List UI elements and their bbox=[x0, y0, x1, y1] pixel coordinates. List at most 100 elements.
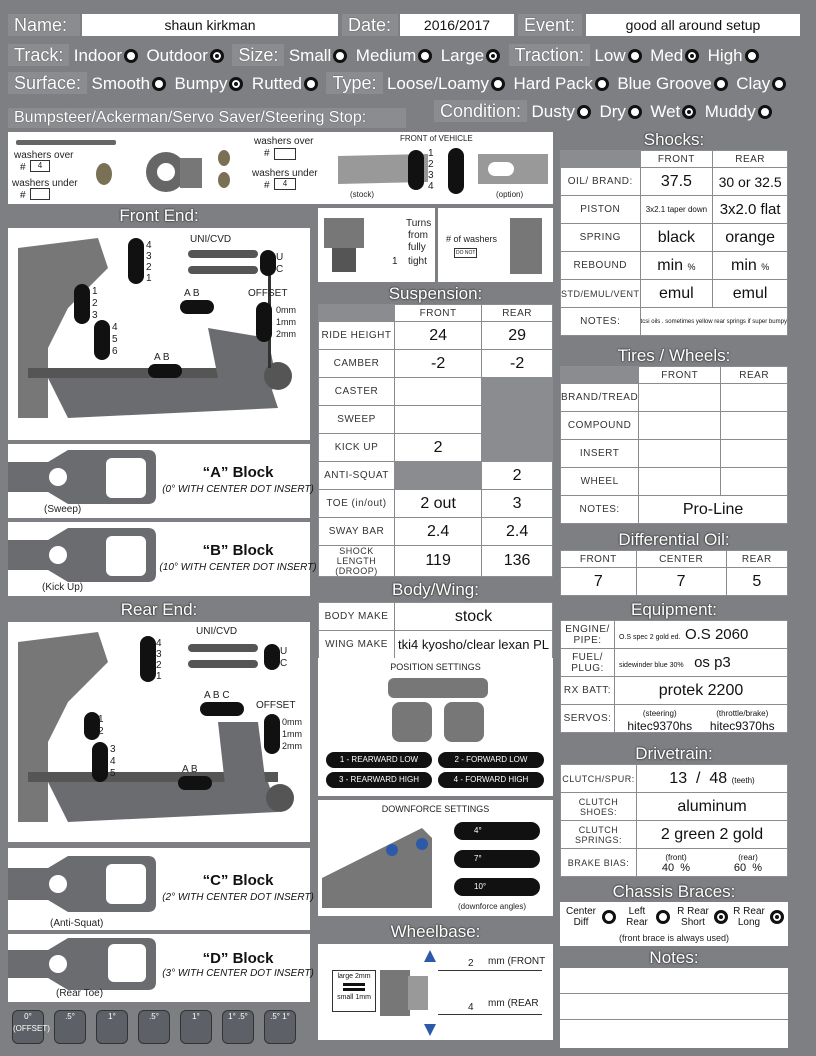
insert-button-0[interactable]: 0°(OFFSET) bbox=[12, 1010, 50, 1044]
rebound-rear[interactable]: min % bbox=[712, 251, 788, 280]
size-medium-radio[interactable] bbox=[418, 49, 433, 63]
spring-front[interactable]: black bbox=[639, 223, 714, 252]
shock-length-rear[interactable]: 136 bbox=[481, 545, 553, 577]
condition-dry-radio[interactable] bbox=[627, 105, 642, 119]
ride-height-rear[interactable]: 29 bbox=[481, 321, 553, 350]
rx-batt-field[interactable]: protek 2200 bbox=[614, 676, 788, 705]
insert-rear[interactable] bbox=[720, 439, 788, 468]
camber-front[interactable]: -2 bbox=[393, 349, 483, 378]
wheelbase-rear-value[interactable]: 4 bbox=[468, 1002, 474, 1013]
fuel-field[interactable]: sidewinder blue 30% os p3 bbox=[614, 648, 788, 677]
front-left-pin-1[interactable] bbox=[74, 284, 90, 324]
body-make-field[interactable]: stock bbox=[394, 602, 553, 631]
tread-front[interactable] bbox=[638, 383, 722, 412]
camber-rear[interactable]: -2 bbox=[481, 349, 553, 378]
clutch-springs-field[interactable]: 2 green 2 gold bbox=[636, 820, 788, 849]
insert-button-3[interactable]: .5° bbox=[138, 1010, 170, 1044]
condition-muddy-radio[interactable] bbox=[757, 105, 772, 119]
kickup-front[interactable]: 2 bbox=[393, 433, 483, 462]
downforce-4-button[interactable]: 4° bbox=[454, 822, 540, 840]
type-clay-radio[interactable] bbox=[772, 77, 787, 91]
name-field[interactable]: shaun kirkman bbox=[82, 14, 338, 36]
swaybar-rear[interactable]: 2.4 bbox=[481, 517, 553, 546]
washers-over-value[interactable]: 4 bbox=[30, 160, 50, 172]
rear-ab-pin[interactable] bbox=[178, 776, 212, 790]
toe-rear[interactable]: 3 bbox=[481, 489, 553, 518]
track-indoor-radio[interactable] bbox=[124, 49, 138, 63]
clutch-shoes-field[interactable]: aluminum bbox=[636, 792, 788, 821]
type-hardpack-radio[interactable] bbox=[594, 77, 609, 91]
insert-button-5[interactable]: 1° .5° bbox=[222, 1010, 254, 1044]
size-large-radio[interactable] bbox=[486, 49, 501, 63]
position-3-button[interactable]: 3 - REARWARD HIGH bbox=[326, 772, 432, 788]
bumpsteer-pin-1[interactable] bbox=[408, 150, 424, 190]
rear-abc-pin[interactable] bbox=[200, 702, 244, 716]
rear-tower-pin[interactable] bbox=[140, 636, 156, 682]
position-2-button[interactable]: 2 - FORWARD LOW bbox=[438, 752, 544, 768]
clutch-spur-field[interactable]: 13 / 48 (teeth) bbox=[636, 764, 788, 793]
downforce-10-button[interactable]: 10° bbox=[454, 878, 540, 896]
swaybar-front[interactable]: 2.4 bbox=[393, 517, 483, 546]
engine-field[interactable]: O.S spec 2 gold ed. O.S 2060 bbox=[614, 620, 788, 649]
sweep-front[interactable] bbox=[393, 405, 483, 434]
surface-rutted-radio[interactable] bbox=[304, 77, 319, 91]
wheelbase-front-value[interactable]: 2 bbox=[468, 958, 474, 969]
shocks-notes[interactable]: tcsi oils . sometimes yellow rear spring… bbox=[639, 307, 789, 336]
rear-offset-pin[interactable] bbox=[264, 714, 280, 754]
type-bluegroove-radio[interactable] bbox=[713, 77, 728, 91]
compound-front[interactable] bbox=[638, 411, 722, 440]
insert-button-4[interactable]: 1° bbox=[180, 1010, 212, 1044]
wheel-front[interactable] bbox=[638, 467, 722, 496]
front-ab-pin-1[interactable] bbox=[180, 300, 214, 314]
std-rear[interactable]: emul bbox=[712, 279, 788, 308]
toe-front[interactable]: 2 out bbox=[393, 489, 483, 518]
washers-under-box[interactable] bbox=[30, 188, 50, 200]
rear-uc-pin[interactable] bbox=[264, 644, 280, 670]
insert-button-1[interactable]: .5° bbox=[54, 1010, 86, 1044]
washers-under-value-2[interactable]: 4 bbox=[274, 178, 296, 190]
brace-r-rear-long-radio[interactable] bbox=[770, 910, 784, 924]
position-1-button[interactable]: 1 - REARWARD LOW bbox=[326, 752, 432, 768]
date-field[interactable]: 2016/2017 bbox=[400, 14, 514, 36]
piston-rear[interactable]: 3x2.0 flat bbox=[712, 195, 788, 224]
spring-rear[interactable]: orange bbox=[712, 223, 788, 252]
brace-r-rear-short-radio[interactable] bbox=[714, 910, 728, 924]
brace-left-rear-radio[interactable] bbox=[656, 910, 670, 924]
diff-rear-value[interactable]: 5 bbox=[725, 567, 789, 596]
diff-front-value[interactable]: 7 bbox=[560, 567, 637, 596]
oil-front[interactable]: 37.5 bbox=[639, 167, 714, 196]
ride-height-front[interactable]: 24 bbox=[393, 321, 483, 350]
insert-button-2[interactable]: 1° bbox=[96, 1010, 128, 1044]
washers-count-box[interactable]: DO NOT bbox=[454, 248, 478, 258]
condition-wet-radio[interactable] bbox=[682, 105, 697, 119]
brake-bias-field[interactable]: (front)(rear) 40 %60 % bbox=[636, 848, 788, 877]
bumpsteer-pin-2[interactable] bbox=[448, 148, 464, 194]
front-tower-pin[interactable] bbox=[128, 238, 144, 284]
notes-area[interactable] bbox=[560, 968, 788, 1048]
event-field[interactable]: good all around setup bbox=[586, 14, 800, 36]
brace-center-diff-radio[interactable] bbox=[602, 910, 616, 924]
oil-rear[interactable]: 30 or 32.5 bbox=[712, 167, 788, 196]
diff-center-value[interactable]: 7 bbox=[635, 567, 727, 596]
condition-dusty-radio[interactable] bbox=[576, 105, 591, 119]
rear-left-pin-2[interactable] bbox=[92, 742, 108, 782]
washers-over-box-2[interactable] bbox=[274, 148, 296, 160]
front-uc-pin[interactable] bbox=[260, 250, 276, 276]
compound-rear[interactable] bbox=[720, 411, 788, 440]
type-loose-radio[interactable] bbox=[491, 77, 506, 91]
caster-front[interactable] bbox=[393, 377, 483, 406]
shock-length-front[interactable]: 119 bbox=[393, 545, 483, 577]
traction-low-radio[interactable] bbox=[627, 49, 642, 63]
traction-med-radio[interactable] bbox=[685, 49, 700, 63]
size-small-radio[interactable] bbox=[333, 49, 348, 63]
turns-value[interactable]: 1 bbox=[392, 256, 398, 267]
front-offset-pin[interactable] bbox=[256, 302, 272, 342]
surface-bumpy-radio[interactable] bbox=[229, 77, 244, 91]
front-left-pin-2[interactable] bbox=[94, 320, 110, 360]
downforce-7-button[interactable]: 7° bbox=[454, 850, 540, 868]
wing-make-field[interactable]: tki4 kyosho/clear lexan PL bbox=[394, 630, 553, 659]
track-outdoor-radio[interactable] bbox=[209, 49, 224, 63]
rear-left-pin-1[interactable] bbox=[84, 712, 100, 740]
tires-notes[interactable]: Pro-Line bbox=[638, 495, 788, 524]
